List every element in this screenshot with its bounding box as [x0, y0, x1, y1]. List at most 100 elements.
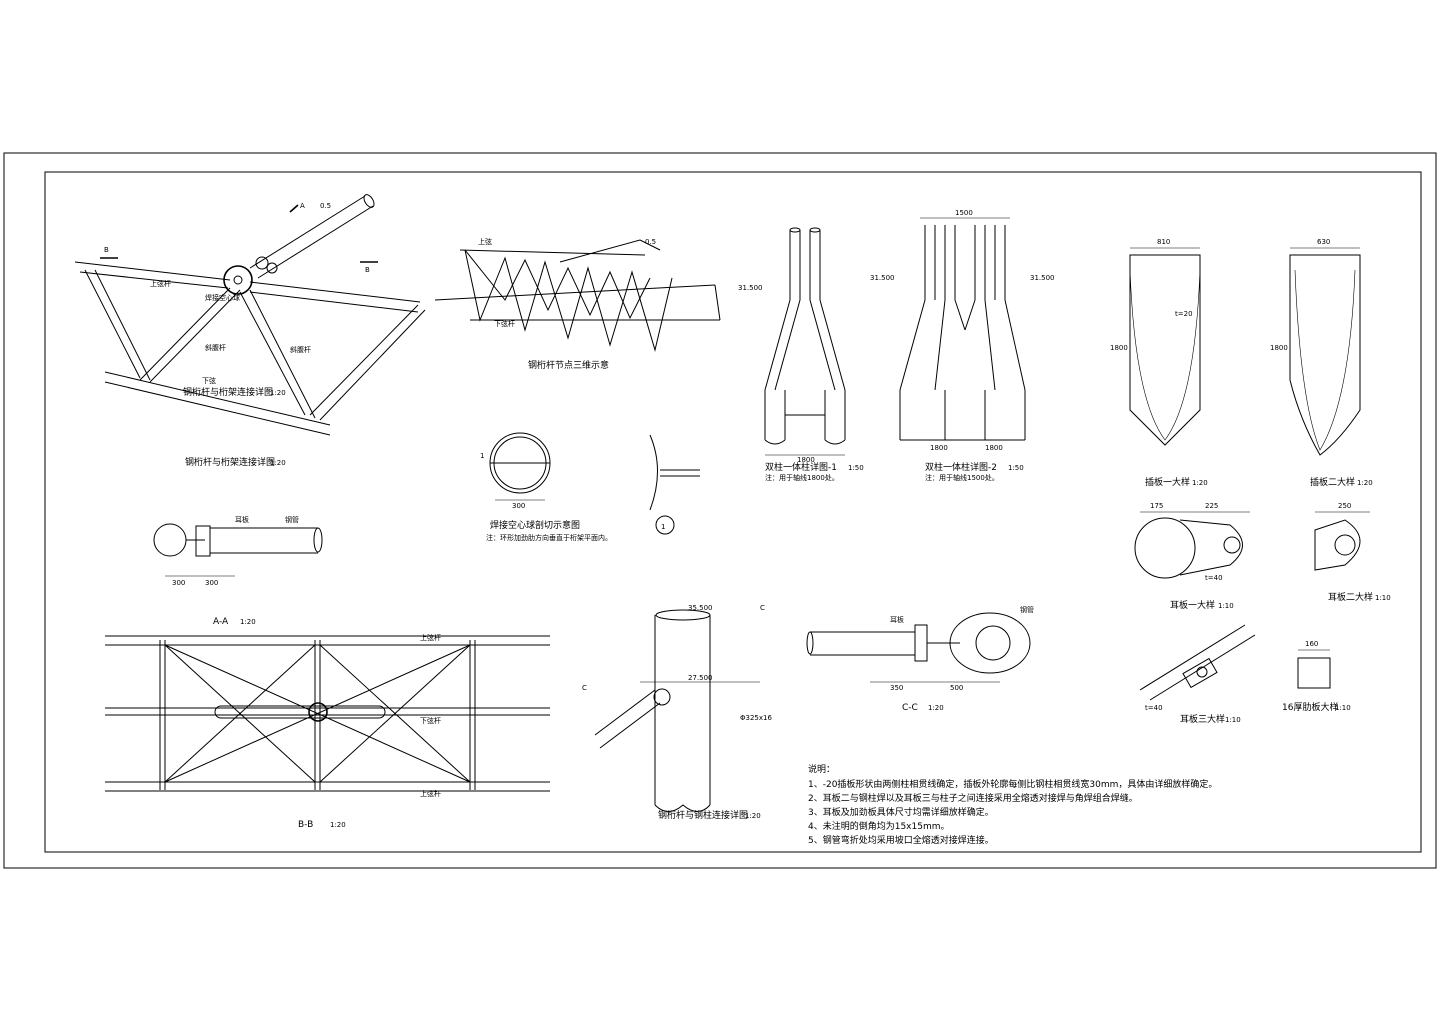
scale-cc: 1:20: [928, 704, 944, 712]
title-ear2: 耳板二大样: [1328, 591, 1373, 603]
label-node-slope: 0.5: [645, 238, 656, 246]
inner-border: [44, 171, 1422, 853]
ball-section: 300 1 焊接空心球剖切示意图 注：环形加劲肋方向垂直于桁架平面内。 1: [480, 432, 700, 542]
plate1-dim-h: 1800: [1110, 344, 1128, 352]
title-col1: 双柱一体柱详图-1: [765, 461, 837, 473]
col1-elev: 31.500: [738, 284, 763, 292]
scale-col-conn: 1:20: [745, 812, 761, 820]
title-ball: 焊接空心球剖切示意图: [490, 519, 580, 531]
scale-plate1: 1:20: [1192, 479, 1208, 487]
section-mark-b-right: B: [365, 266, 370, 274]
note-2: 2、耳板二与钢柱焊以及耳板三与柱子之间连接采用全熔透对接焊与角焊组合焊缝。: [808, 792, 1138, 804]
double-column-1: 1800 31.500 双柱一体柱详图-1 1:50 注：用于轴线1800处。: [738, 227, 864, 482]
bb-label-upper: 上弦杆: [420, 633, 441, 642]
ear1-sub: t=40: [1205, 574, 1223, 582]
general-notes: 说明： 1、-20插板形状由两侧柱相贯线确定，插板外轮廓每侧比钢柱相贯线宽30m…: [808, 763, 1217, 846]
title-col2: 双柱一体柱详图-2: [925, 461, 997, 473]
title-truss-beam-main: 钢桁杆与桁架连接详图: [185, 456, 275, 468]
ear1-dim-2: 225: [1205, 502, 1218, 510]
node-3d-view: 上弦 下弦杆 0.5 钢桁杆节点三维示意: [434, 237, 721, 371]
title-plate2: 插板二大样: [1310, 476, 1355, 488]
aa-label-pipe: 钢管: [285, 515, 299, 524]
bb-label-lower: 下弦杆: [420, 716, 441, 725]
label-lower: 下弦: [202, 376, 216, 385]
stiffener-detail: 160 16厚肋板大样 1:10: [1282, 640, 1351, 713]
label-diag-right: 斜腹杆: [290, 345, 311, 354]
title-node-3d: 钢桁杆节点三维示意: [528, 359, 609, 371]
section-aa: 300 300 耳板 钢管 A-A 1:20: [153, 515, 323, 627]
notes-heading: 说明：: [808, 763, 835, 775]
ear1-dim-1: 175: [1150, 502, 1163, 510]
col2-elev-l: 31.500: [870, 274, 895, 282]
label-diag-left: 斜腹杆: [205, 343, 226, 352]
scale-ear1: 1:10: [1218, 602, 1234, 610]
aa-dim-2: 300: [205, 579, 218, 587]
ear-plate-3: t=40 耳板三大样 1:10: [1139, 624, 1256, 725]
title-ear3: 耳板三大样: [1180, 713, 1225, 725]
note-3: 3、耳板及加劲板具体尺寸均需详细放样确定。: [808, 806, 994, 818]
col1-dim: 1800: [797, 456, 815, 464]
title-ear1: 耳板一大样: [1170, 599, 1215, 611]
col1-note: 注：用于轴线1800处。: [765, 473, 839, 482]
scale-col1: 1:50: [848, 464, 864, 472]
col2-dim-bot-l: 1800: [930, 444, 948, 452]
section-cc: 350 500 耳板 钢管 C-C 1:20: [806, 605, 1034, 713]
note-4: 4、未注明的倒角均为15x15mm。: [808, 820, 950, 832]
ball-note: 注：环形加劲肋方向垂直于桁架平面内。: [486, 533, 612, 542]
cc-dim-2: 500: [950, 684, 963, 692]
scale-ear3: 1:10: [1225, 716, 1241, 724]
scale-stiff: 1:10: [1335, 704, 1351, 712]
scale-truss-beam: 1:20: [270, 389, 286, 397]
label-node-lower: 下弦杆: [494, 319, 515, 328]
section-bb: 上弦杆 下弦杆 上弦杆 B-B 1:20: [105, 633, 550, 830]
col2-dim-top: 1500: [955, 209, 973, 217]
col-mark-c2: C: [760, 604, 765, 612]
ball-circle-mark: 1: [480, 452, 484, 460]
scale-bb: 1:20: [330, 821, 346, 829]
cc-dim-1: 350: [890, 684, 903, 692]
stiff-dim: 160: [1305, 640, 1318, 648]
title-bb: B-B: [298, 820, 313, 830]
section-mark-a: A: [300, 202, 305, 210]
aa-label-ear: 耳板: [235, 515, 249, 524]
col-elev-top: 35.500: [688, 604, 713, 612]
title-truss-beam: 钢桁杆与桁架连接详图: [183, 386, 273, 398]
column-connection: 35.500 27.500 Φ325x16 C C 钢桁杆与钢柱连接详图 1:2…: [582, 604, 772, 821]
title-aa: A-A: [213, 617, 229, 627]
plate1-sec: t=20: [1175, 310, 1193, 318]
section-mark-b-left: B: [104, 246, 109, 254]
scale-col2: 1:50: [1008, 464, 1024, 472]
title-cc: C-C: [902, 703, 918, 713]
cc-label-ear: 耳板: [890, 615, 904, 624]
outer-border: [3, 152, 1437, 869]
plate-1: 810 1800 t=20 插板一大样 1:20: [1110, 238, 1208, 488]
col2-note: 注：用于轴线1500处。: [925, 473, 999, 482]
ear2-dim: 250: [1338, 502, 1351, 510]
ear3-sub: t=40: [1145, 704, 1163, 712]
scale-aa: 1:20: [240, 618, 256, 626]
col-mark-c1: C: [582, 684, 587, 692]
scale-truss-beam-main: 1:20: [270, 459, 286, 467]
col-pipe-spec: Φ325x16: [740, 714, 772, 722]
col2-dim-bot-r: 1800: [985, 444, 1003, 452]
note-1: 1、-20插板形状由两侧柱相贯线确定，插板外轮廓每侧比钢柱相贯线宽30mm，具体…: [808, 778, 1217, 790]
ear-plate-1: 175 225 t=40 耳板一大样 1:10: [1134, 502, 1250, 611]
plate1-dim-w: 810: [1157, 238, 1170, 246]
cc-label-pipe: 钢管: [1020, 605, 1034, 614]
col2-elev-r: 31.500: [1030, 274, 1055, 282]
truss-beam-detail: B B A 上弦杆 斜腹杆 斜腹杆 下弦 0.5 焊接空心球 钢桁杆与桁架连接详…: [74, 194, 426, 436]
plate2-dim-w: 630: [1317, 238, 1330, 246]
plate-2: 630 1800 插板二大样 1:20: [1270, 238, 1373, 488]
title-col-conn: 钢桁杆与钢柱连接详图: [658, 809, 748, 821]
plate2-dim-h: 1800: [1270, 344, 1288, 352]
col-elev-mid: 27.500: [688, 674, 713, 682]
bb-label-upper-2: 上弦杆: [420, 789, 441, 798]
title-stiff: 16厚肋板大样: [1282, 701, 1338, 713]
label-upper-chord: 上弦杆: [150, 279, 171, 288]
label-slope: 0.5: [320, 202, 331, 210]
scale-plate2: 1:20: [1357, 479, 1373, 487]
aa-dim-1: 300: [172, 579, 185, 587]
detail-1-mark: 1: [661, 523, 665, 531]
